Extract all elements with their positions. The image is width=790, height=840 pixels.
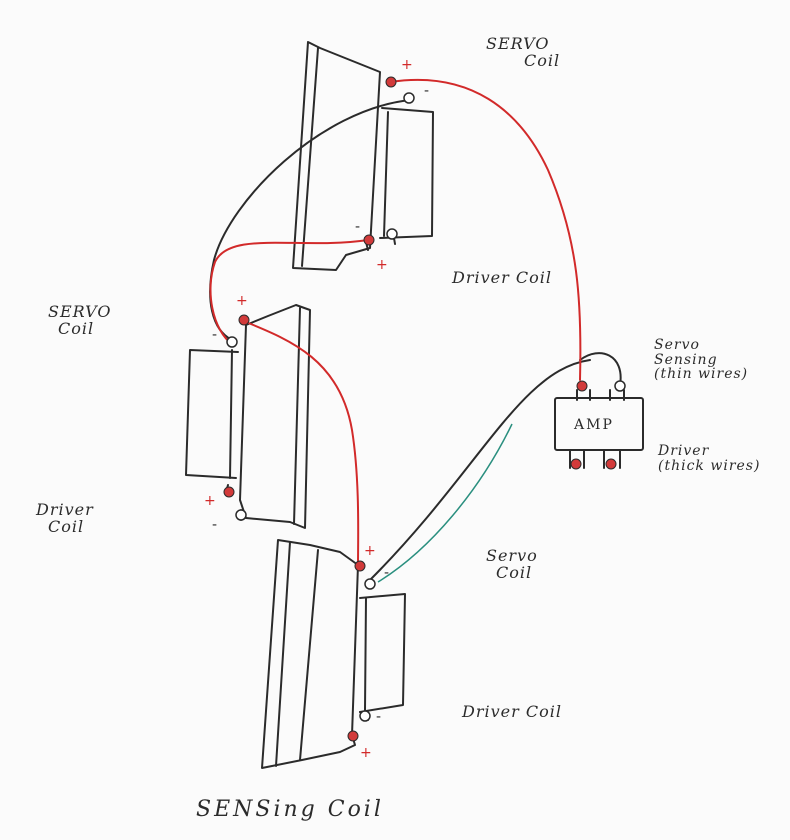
label-servo-coil-bottom: Servo Coil xyxy=(486,546,538,582)
label-servo-coil-left: SERVO Coil xyxy=(48,302,112,338)
minus-sign: - xyxy=(212,327,218,343)
minus-sign: - xyxy=(376,709,382,725)
plus-sign: + xyxy=(364,543,376,559)
label-driver-thick-wires: Driver (thick wires) xyxy=(658,443,761,474)
label-amp: AMP xyxy=(574,417,614,433)
label-servo-sensing: Servo Sensing (thin wires) xyxy=(654,337,749,383)
minus-sign: - xyxy=(355,219,361,235)
plus-sign: + xyxy=(401,57,413,73)
minus-sign: - xyxy=(212,517,218,533)
plus-sign: + xyxy=(236,293,248,309)
terminals xyxy=(223,76,626,742)
minus-sign: - xyxy=(384,565,390,581)
teal-wire xyxy=(377,423,513,583)
amp-box xyxy=(554,389,644,469)
plus-sign: + xyxy=(204,493,216,509)
red-wires xyxy=(209,78,582,567)
minus-sign: - xyxy=(424,83,430,99)
label-driver-coil-left: Driver Coil xyxy=(36,500,94,536)
top-speaker xyxy=(292,41,434,271)
label-sensing-coil: SENSing Coil xyxy=(196,797,384,822)
plus-sign: + xyxy=(360,745,372,761)
plus-sign: + xyxy=(376,257,388,273)
middle-speaker xyxy=(185,304,311,529)
label-driver-coil-bottom: Driver Coil xyxy=(462,702,562,721)
label-servo-coil-top: SERVO Coil xyxy=(486,34,561,70)
label-driver-coil-top: Driver Coil xyxy=(452,268,552,287)
